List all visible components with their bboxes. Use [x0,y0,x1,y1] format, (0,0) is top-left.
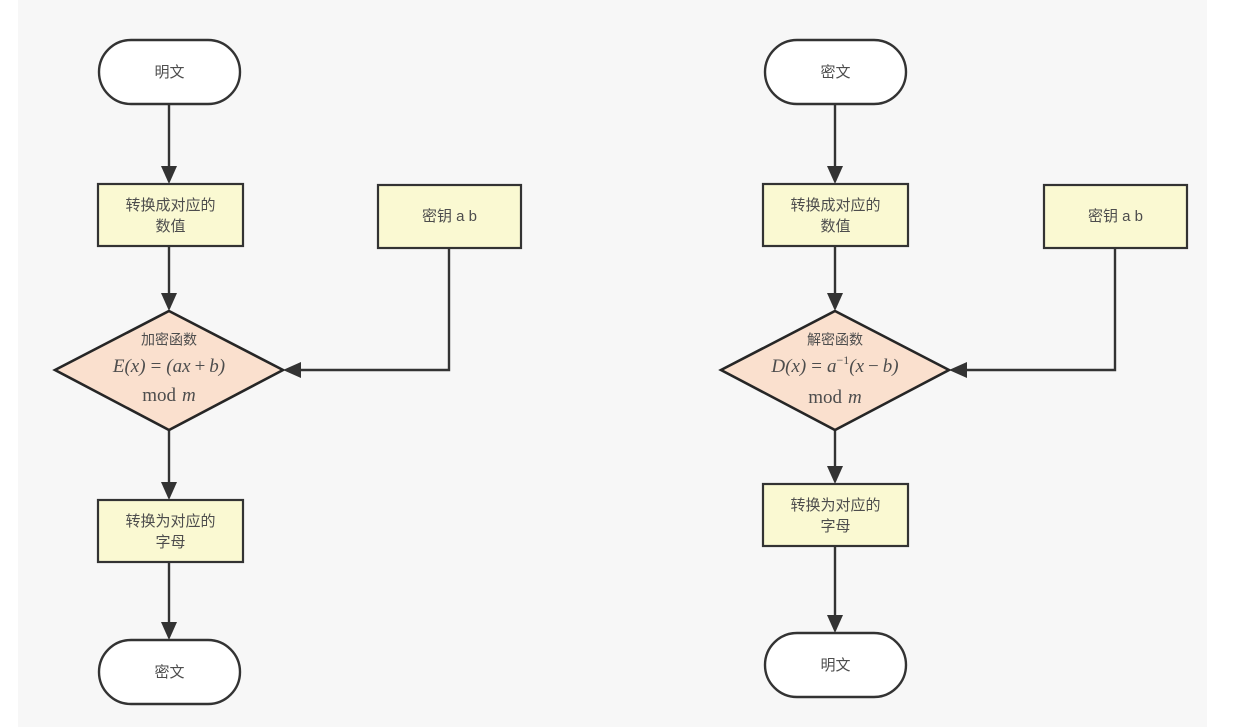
node-ciphertext-end[interactable]: 密文 [97,638,242,706]
node-encryption-function-title: 加密函数 [141,332,197,348]
node-key-dec[interactable]: 密钥 a b [1042,183,1189,250]
node-convert-to-numbers-dec-line2: 数值 [820,218,850,235]
edge-letters-to-end-dec [827,546,843,633]
node-ciphertext-start[interactable]: 密文 [763,38,908,106]
node-plaintext-end-label: 明文 [820,657,850,674]
node-key-dec-label: 密钥 a b [1088,208,1143,225]
edge-numbers-to-function [161,246,177,311]
edge-function-to-letters [161,430,177,500]
node-plaintext-start[interactable]: 明文 [97,38,242,106]
node-decryption-function-title: 解密函数 [807,332,863,348]
edge-start-to-numbers-dec [827,104,843,184]
node-convert-to-letters[interactable]: 转换为对应的 字母 [96,498,245,564]
node-convert-to-numbers-line1: 转换成对应的 [125,196,215,214]
edge-key-to-function [283,248,451,378]
node-convert-to-letters-line2: 字母 [155,534,185,551]
node-convert-to-letters-dec-line1: 转换为对应的 [790,496,880,514]
node-convert-to-letters-line1: 转换为对应的 [125,512,215,530]
node-decryption-function-formula: D(x)=a−1(x−b) [770,353,898,378]
edge-numbers-to-function-dec [827,246,843,311]
edge-letters-to-end [161,562,177,640]
node-key[interactable]: 密钥 a b [376,183,523,250]
node-plaintext-start-label: 明文 [154,64,184,81]
edge-function-to-letters-dec [827,430,843,484]
node-convert-to-numbers-line2: 数值 [155,218,185,235]
node-convert-to-letters-dec[interactable]: 转换为对应的 字母 [761,482,910,548]
node-encryption-function-formula: E(x)=(ax+b) [112,356,225,377]
node-convert-to-letters-dec-line2: 字母 [820,518,850,535]
node-key-label: 密钥 a b [422,208,477,225]
node-convert-to-numbers-dec[interactable]: 转换成对应的 数值 [761,182,910,248]
edge-start-to-numbers [161,104,177,184]
edge-key-to-function-dec [949,248,1117,378]
decryption-flowchart: 密文 转换成对应的 数值 密钥 a b 解密函数 D(x)=a−1(x−b) [718,38,1189,699]
node-ciphertext-end-label: 密文 [154,664,184,681]
encryption-flowchart: 明文 转换成对应的 数值 密钥 a b 加密函数 E(x)=(ax+b) [52,38,523,706]
node-ciphertext-start-label: 密文 [820,64,850,81]
node-plaintext-end[interactable]: 明文 [763,631,908,699]
node-convert-to-numbers-dec-line1: 转换成对应的 [790,196,880,214]
node-convert-to-numbers[interactable]: 转换成对应的 数值 [96,182,245,248]
